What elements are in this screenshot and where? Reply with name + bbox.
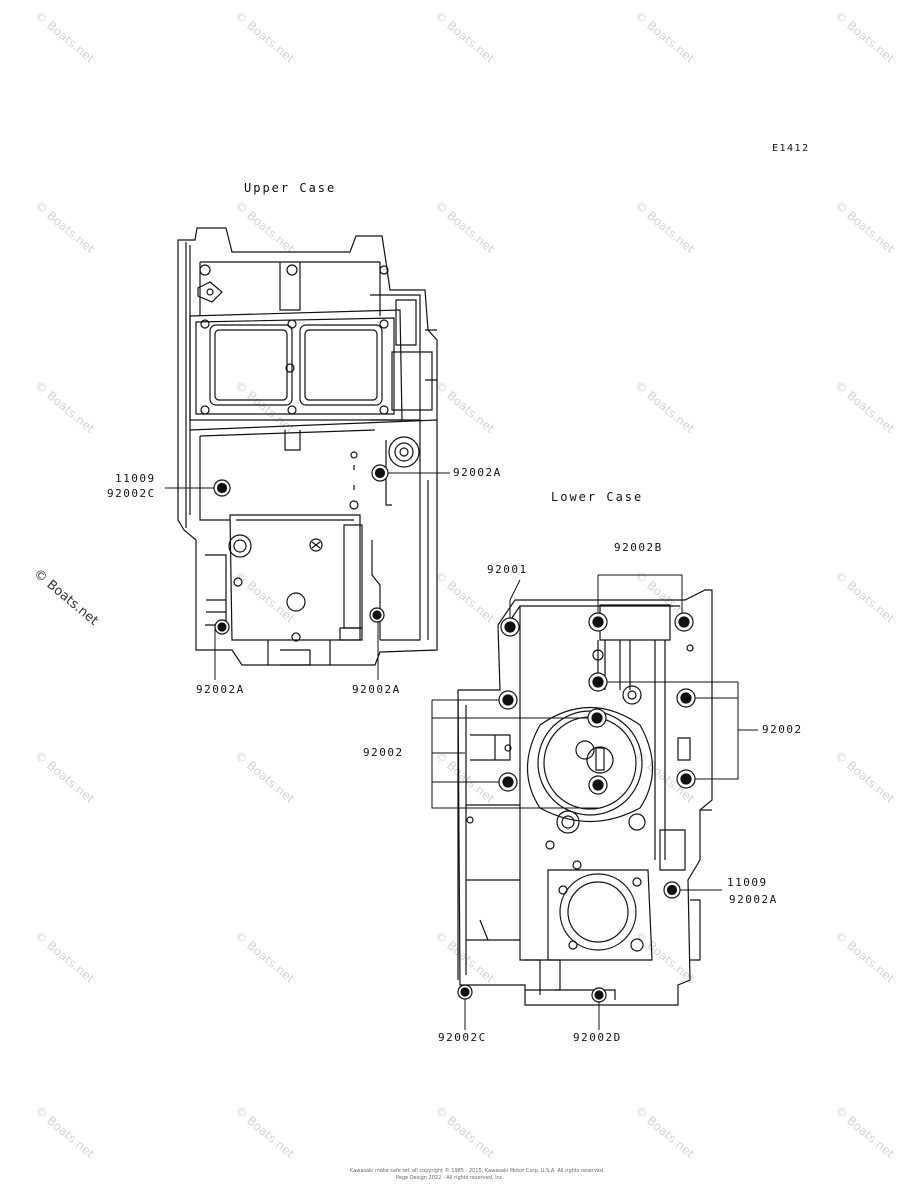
part-label-92002A-upper-right[interactable]: 92002A	[453, 466, 502, 479]
bolt-icon	[663, 881, 681, 899]
lower-case-drawing	[457, 589, 713, 1006]
part-label-92001[interactable]: 92001	[487, 563, 528, 576]
part-label-92002A-lower[interactable]: 92002A	[729, 893, 778, 906]
part-label-92002C-upper[interactable]: 92002C	[107, 487, 156, 500]
upper-case-title: Upper Case	[244, 181, 337, 195]
bolt-icon	[498, 772, 518, 792]
footer-line-2: Page Design 2022 - All rights reserved, …	[396, 1175, 505, 1181]
upper-case-drawing	[177, 227, 438, 666]
part-label-92002C-lower[interactable]: 92002C	[438, 1031, 487, 1044]
part-label-92002A-upper-bottom-right[interactable]: 92002A	[352, 683, 401, 696]
bolt-icon	[498, 690, 518, 710]
bolt-icon	[588, 775, 608, 795]
bolt-icon	[674, 612, 694, 632]
part-label-92002-left[interactable]: 92002	[363, 746, 404, 759]
leader-lines	[165, 472, 758, 1030]
part-label-92002A-upper-bottom-left[interactable]: 92002A	[196, 683, 245, 696]
bolt-icon	[213, 479, 231, 497]
bolt-markers	[213, 464, 696, 1003]
part-label-92002D[interactable]: 92002D	[573, 1031, 622, 1044]
bolt-icon	[588, 672, 608, 692]
lower-case-title: Lower Case	[551, 490, 644, 504]
diagram-id: E1412	[772, 143, 810, 154]
part-label-92002B[interactable]: 92002B	[614, 541, 663, 554]
bolt-icon	[588, 612, 608, 632]
part-label-11009-upper[interactable]: 11009	[115, 472, 156, 485]
bolt-icon	[676, 769, 696, 789]
bolt-icon	[214, 619, 230, 635]
bolt-icon	[587, 708, 607, 728]
bolt-icon	[457, 984, 473, 1000]
bolt-icon	[591, 987, 607, 1003]
footer-line-1: Kawasaki make safe ref. all copyright © …	[350, 1168, 605, 1174]
copyright-footer: Kawasaki make safe ref. all copyright © …	[350, 1168, 605, 1182]
bolt-icon	[369, 607, 385, 623]
bolt-icon	[500, 617, 520, 637]
bolt-icon	[676, 688, 696, 708]
bolt-icon	[371, 464, 389, 482]
part-label-92002-right[interactable]: 92002	[762, 723, 803, 736]
part-label-11009-lower[interactable]: 11009	[727, 876, 768, 889]
